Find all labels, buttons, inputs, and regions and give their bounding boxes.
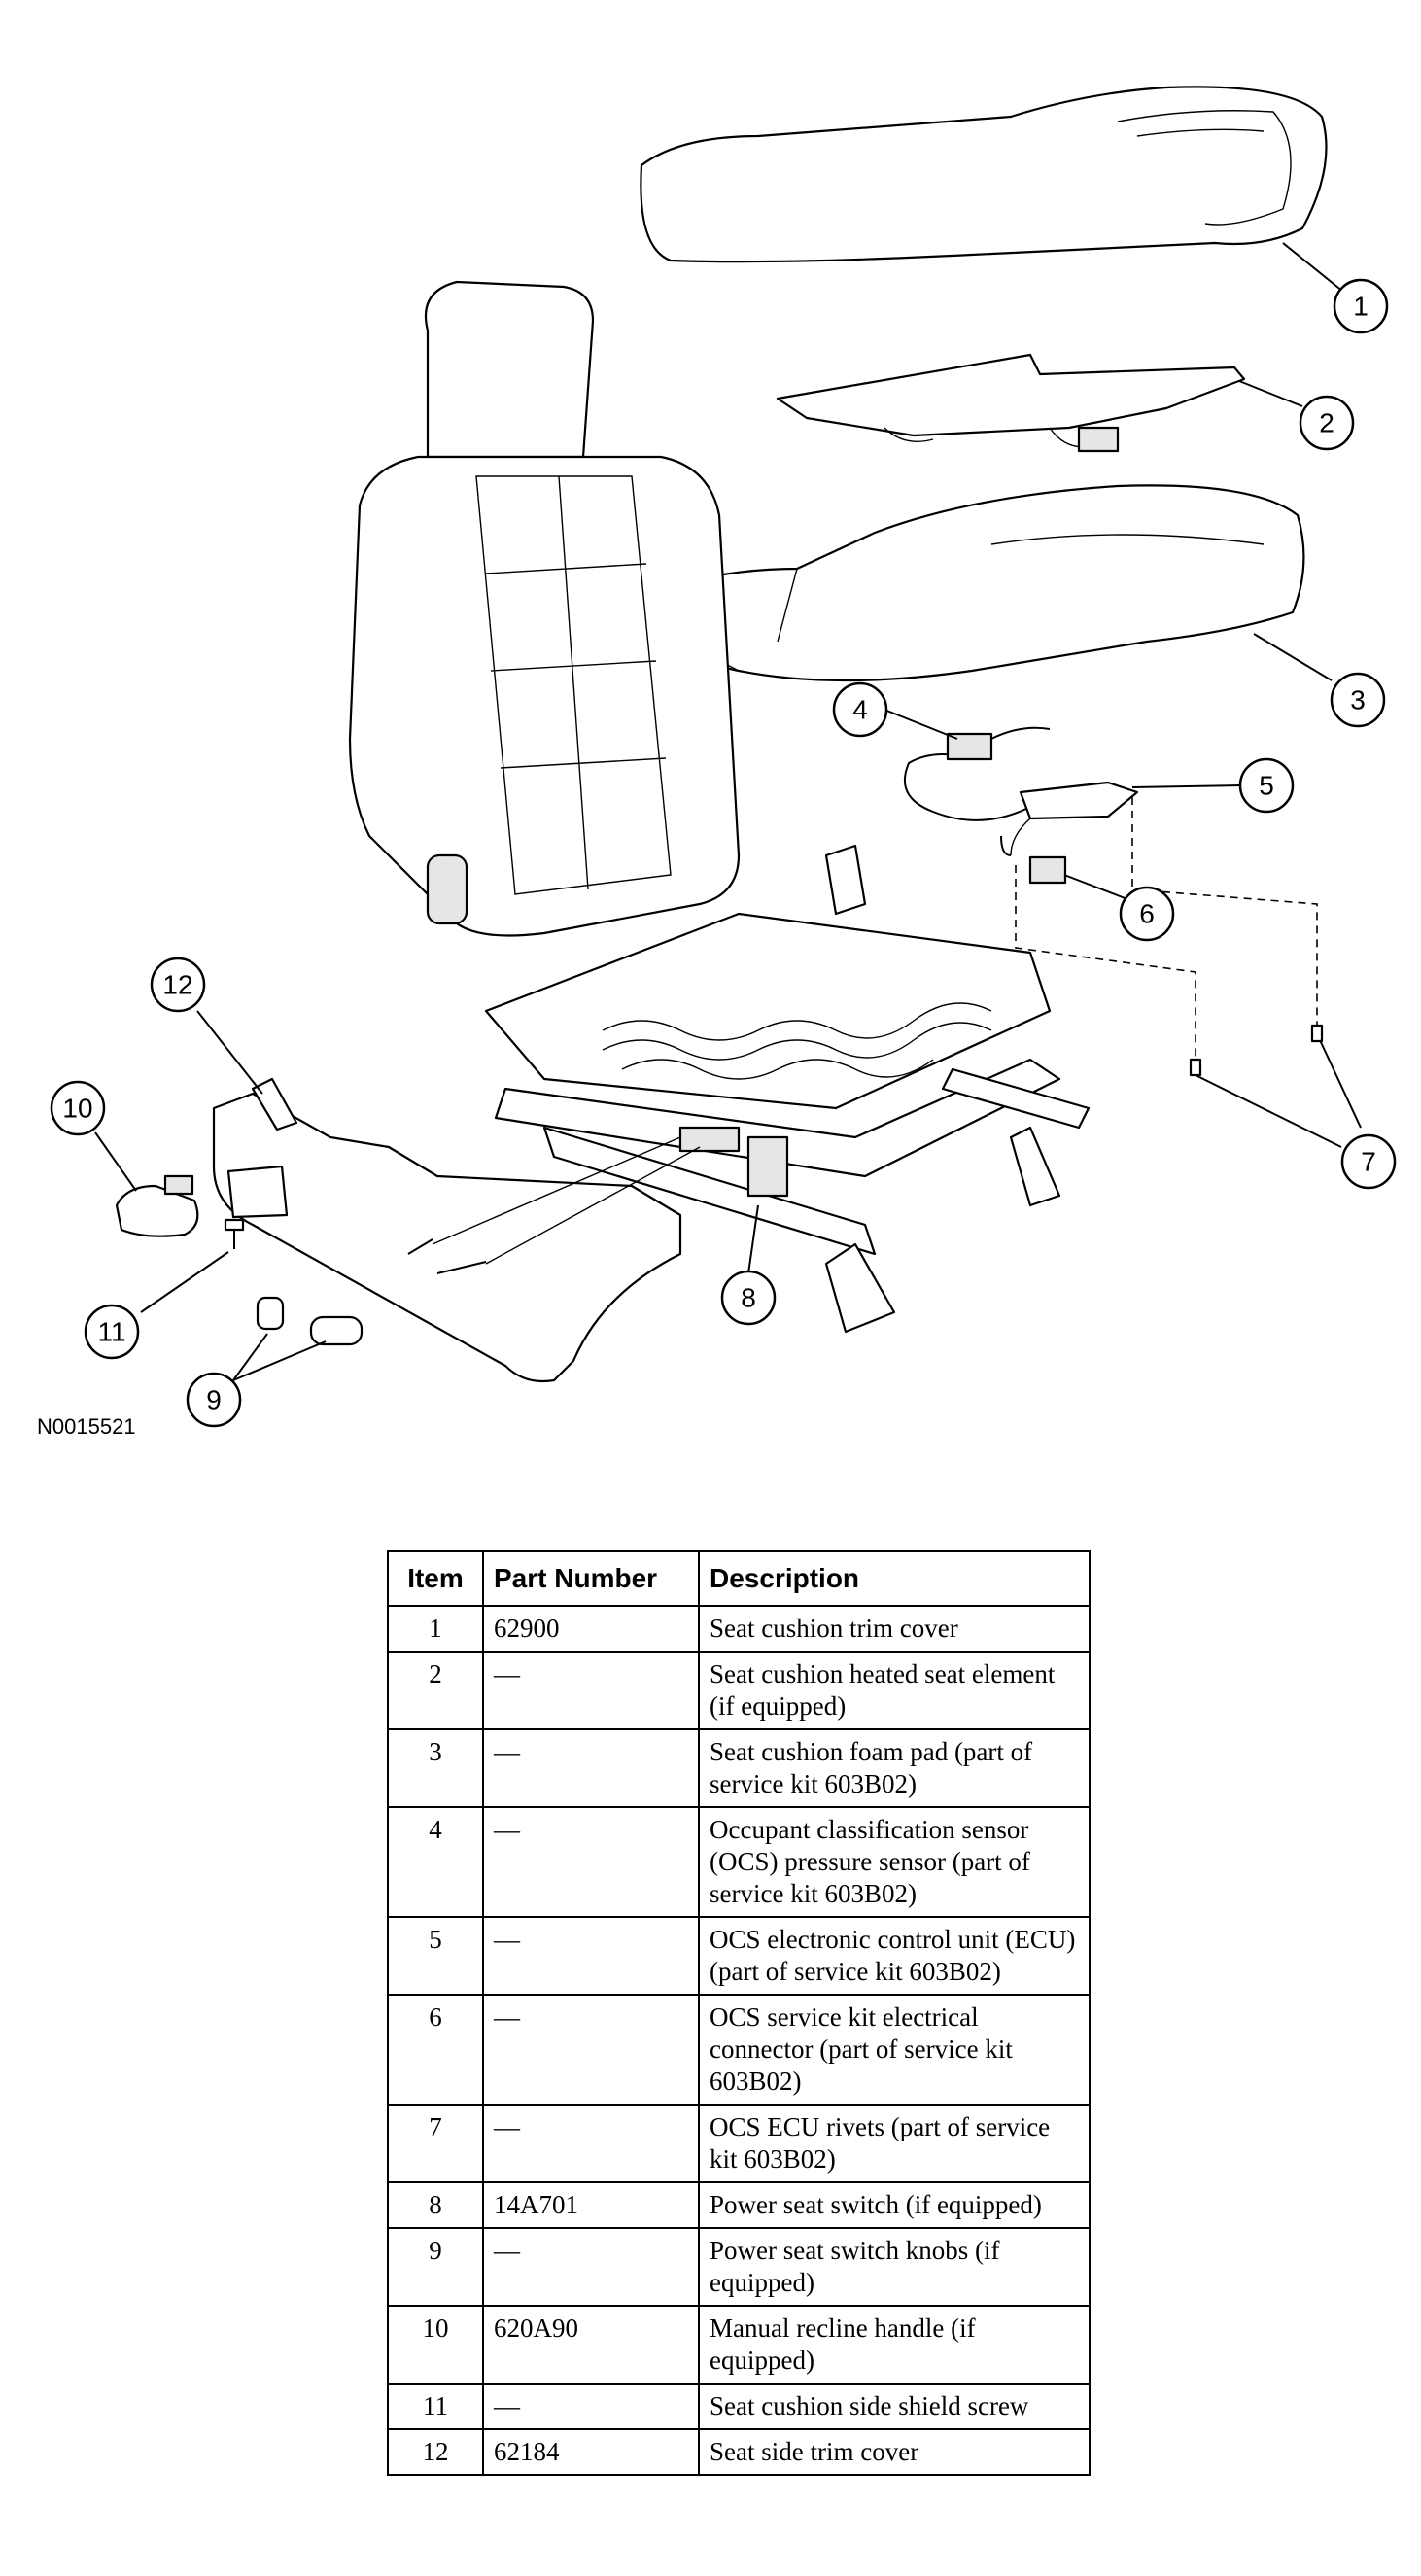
seat-back bbox=[348, 280, 741, 937]
cell-description: OCS service kit electrical connector (pa… bbox=[698, 1994, 1091, 2106]
svg-text:10: 10 bbox=[62, 1094, 92, 1124]
svg-text:11: 11 bbox=[97, 1317, 125, 1347]
svg-text:7: 7 bbox=[1361, 1147, 1376, 1177]
callout-7: 7 bbox=[1340, 1133, 1397, 1190]
header-item: Item bbox=[387, 1550, 484, 1607]
cell-part-number: — bbox=[482, 1994, 700, 2106]
cell-part-number: — bbox=[482, 2227, 700, 2307]
cell-description: Seat cushion side shield screw bbox=[698, 2383, 1091, 2430]
callout-3: 3 bbox=[1330, 672, 1386, 728]
ocs-connector bbox=[1000, 835, 1067, 885]
cell-description: Seat cushion trim cover bbox=[698, 1605, 1091, 1653]
seat-side-trim-cover bbox=[212, 1077, 701, 1383]
svg-text:1: 1 bbox=[1353, 292, 1369, 322]
cell-item: 5 bbox=[387, 1916, 484, 1996]
cell-description: Power seat switch (if equipped) bbox=[698, 2181, 1091, 2229]
callout-4: 4 bbox=[832, 681, 888, 738]
cell-item: 1 bbox=[387, 1605, 484, 1653]
callout-6: 6 bbox=[1119, 886, 1175, 942]
svg-text:8: 8 bbox=[741, 1283, 756, 1313]
table-row: 9—Power seat switch knobs (if equipped) bbox=[387, 2227, 1091, 2307]
power-seat-switch bbox=[678, 1126, 789, 1274]
cell-description: Seat cushion heated seat element (if equ… bbox=[698, 1651, 1091, 1730]
callout-2: 2 bbox=[1299, 395, 1355, 451]
svg-text:6: 6 bbox=[1139, 899, 1155, 929]
cell-item: 6 bbox=[387, 1994, 484, 2106]
svg-text:9: 9 bbox=[206, 1385, 222, 1415]
cell-item: 11 bbox=[387, 2383, 484, 2430]
table-row: 4—Occupant classification sensor (OCS) p… bbox=[387, 1806, 1091, 1918]
heated-seat-element bbox=[776, 353, 1246, 453]
side-shield-screw bbox=[224, 1218, 245, 1249]
callout-11: 11 bbox=[84, 1304, 140, 1360]
svg-text:2: 2 bbox=[1319, 408, 1334, 438]
cell-part-number: 62184 bbox=[482, 2428, 700, 2476]
cell-part-number: — bbox=[482, 1916, 700, 1996]
cell-item: 7 bbox=[387, 2104, 484, 2183]
cell-item: 3 bbox=[387, 1728, 484, 1808]
table-row: 3—Seat cushion foam pad (part of service… bbox=[387, 1728, 1091, 1808]
callout-1: 1 bbox=[1333, 278, 1389, 334]
svg-text:3: 3 bbox=[1350, 685, 1366, 715]
svg-text:12: 12 bbox=[162, 970, 192, 1000]
cell-item: 9 bbox=[387, 2227, 484, 2307]
leader-lines bbox=[94, 242, 1362, 1381]
table-row: 7—OCS ECU rivets (part of service kit 60… bbox=[387, 2104, 1091, 2183]
cell-description: OCS ECU rivets (part of service kit 603B… bbox=[698, 2104, 1091, 2183]
cell-item: 2 bbox=[387, 1651, 484, 1730]
cell-part-number: — bbox=[482, 1806, 700, 1918]
seat-cushion-foam-pad bbox=[678, 484, 1305, 682]
seat-tracks bbox=[542, 1067, 1091, 1334]
callout-12: 12 bbox=[150, 957, 206, 1013]
cell-item: 4 bbox=[387, 1806, 484, 1918]
ocs-ecu-rivets bbox=[1015, 797, 1324, 1077]
callout-5: 5 bbox=[1238, 757, 1295, 814]
header-part-number: Part Number bbox=[482, 1550, 700, 1607]
cell-description: Occupant classification sensor (OCS) pre… bbox=[698, 1806, 1091, 1918]
cell-item: 12 bbox=[387, 2428, 484, 2476]
cell-description: Manual recline handle (if equipped) bbox=[698, 2305, 1091, 2385]
cell-description: OCS electronic control unit (ECU) (part … bbox=[698, 1916, 1091, 1996]
cell-part-number: — bbox=[482, 2383, 700, 2430]
seat-frame bbox=[484, 844, 1061, 1178]
cell-part-number: 62900 bbox=[482, 1605, 700, 1653]
table-row: 2—Seat cushion heated seat element (if e… bbox=[387, 1651, 1091, 1730]
table-header-row: Item Part Number Description bbox=[387, 1550, 1091, 1607]
table-row: 5—OCS electronic control unit (ECU) (par… bbox=[387, 1916, 1091, 1996]
table-row: 6—OCS service kit electrical connector (… bbox=[387, 1994, 1091, 2106]
cell-description: Seat cushion foam pad (part of service k… bbox=[698, 1728, 1091, 1808]
cell-item: 10 bbox=[387, 2305, 484, 2385]
power-seat-switch-knobs bbox=[256, 1296, 364, 1346]
svg-text:5: 5 bbox=[1259, 771, 1274, 801]
cell-item: 8 bbox=[387, 2181, 484, 2229]
exploded-seat-diagram: 1 2 3 4 5 6 7 8 9 10 11 12 bbox=[50, 86, 1397, 1428]
cell-part-number: — bbox=[482, 1728, 700, 1808]
seat-cushion-trim-cover bbox=[640, 86, 1328, 263]
cell-part-number: 620A90 bbox=[482, 2305, 700, 2385]
table-row: 11—Seat cushion side shield screw bbox=[387, 2383, 1091, 2430]
svg-text:4: 4 bbox=[852, 695, 868, 725]
figure-id: N0015521 bbox=[37, 1414, 136, 1439]
manual-recline-handle bbox=[115, 1174, 199, 1237]
callout-10: 10 bbox=[50, 1080, 106, 1136]
cell-description: Seat side trim cover bbox=[698, 2428, 1091, 2476]
cell-part-number: — bbox=[482, 1651, 700, 1730]
ocs-ecu bbox=[1010, 781, 1139, 856]
ocs-pressure-sensor bbox=[904, 726, 1051, 821]
cell-part-number: — bbox=[482, 2104, 700, 2183]
callout-8: 8 bbox=[720, 1270, 777, 1326]
cell-description: Power seat switch knobs (if equipped) bbox=[698, 2227, 1091, 2307]
header-description: Description bbox=[698, 1550, 1091, 1607]
cell-part-number: 14A701 bbox=[482, 2181, 700, 2229]
callout-9: 9 bbox=[186, 1372, 242, 1428]
